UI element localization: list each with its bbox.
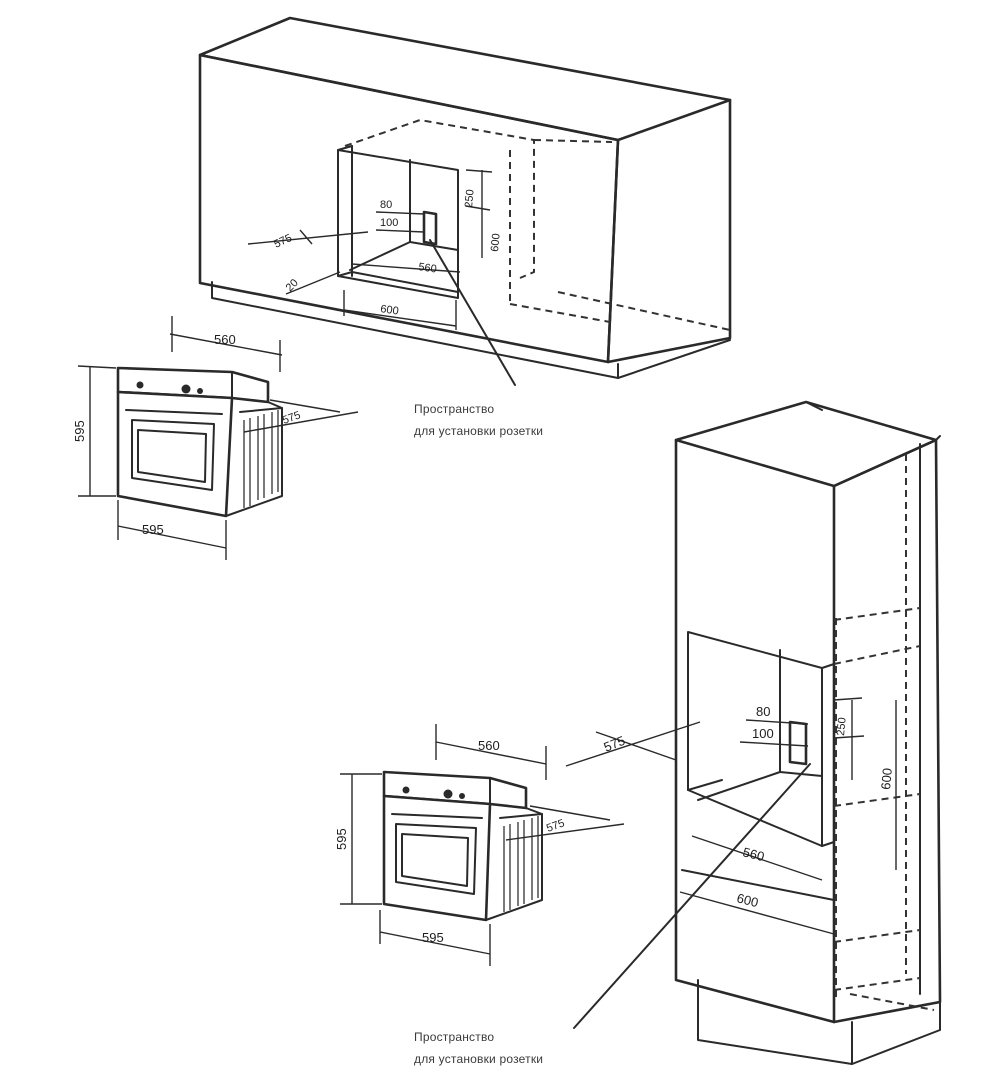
oven-bottom-dimensions: 560 595 595 575 — [334, 724, 625, 966]
dim-560-column: 560 — [741, 844, 766, 864]
knob-icon — [402, 786, 410, 794]
socket-area-column — [788, 720, 808, 766]
dim-100-column: 100 — [752, 726, 774, 741]
knob-icon — [443, 789, 453, 799]
socket-caption-top-line1: Пространство — [414, 402, 494, 416]
dim-560-top: 560 — [418, 261, 438, 275]
column-niche — [681, 631, 835, 901]
dim-oven-top-depth-575: 575 — [281, 409, 302, 427]
dim-575-column: 575 — [602, 733, 628, 755]
dim-oven-top-width-595: 595 — [142, 522, 164, 537]
dim-20-top: 20 — [284, 277, 301, 294]
socket-caption-column-line1: Пространство — [414, 1030, 494, 1044]
knob-icon — [459, 793, 465, 799]
socket-caption-column-line2: для установки розетки — [414, 1052, 543, 1066]
dim-oven-top-height-595: 595 — [72, 420, 87, 442]
column-cabinet — [674, 400, 942, 1065]
dim-oven-bottom-width-595: 595 — [422, 930, 444, 945]
dim-80-top: 80 — [380, 199, 392, 211]
oven-top-dimensions: 560 595 595 575 — [72, 316, 359, 560]
oven-bottom — [382, 770, 543, 922]
column-dimensions: 575 80 100 250 600 560 600 — [565, 697, 897, 1029]
dim-oven-top-width-560: 560 — [214, 332, 236, 347]
dim-600v-column: 600 — [878, 767, 895, 790]
dim-oven-bottom-depth-575: 575 — [545, 817, 566, 835]
dim-250-top: 250 — [463, 189, 477, 208]
socket-caption-top-line2: для установки розетки — [414, 424, 543, 438]
dim-600v-top: 600 — [489, 233, 503, 252]
dim-600-column: 600 — [735, 890, 760, 910]
knob-icon — [181, 384, 191, 394]
knob-icon — [197, 388, 203, 394]
knob-icon — [136, 381, 144, 389]
dim-100-top: 100 — [380, 217, 398, 229]
dim-oven-bottom-width-560: 560 — [478, 738, 500, 753]
dim-250-column: 250 — [835, 717, 849, 736]
dim-600-top: 600 — [380, 303, 400, 317]
dim-575-top: 575 — [272, 232, 294, 251]
dim-oven-bottom-height-595: 595 — [334, 828, 349, 850]
dim-80-column: 80 — [756, 704, 770, 719]
oven-top — [116, 366, 283, 518]
undercounter-cabinet — [198, 16, 732, 379]
